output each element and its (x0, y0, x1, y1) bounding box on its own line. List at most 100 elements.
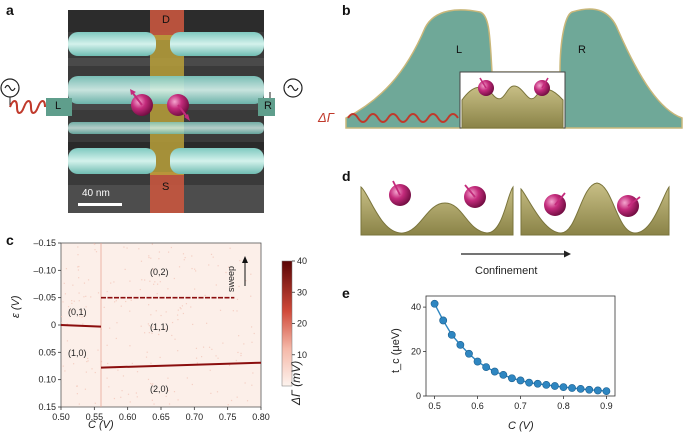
e-x-tick-label: 0.8 (557, 401, 570, 411)
heatmap-noise (181, 305, 184, 307)
heatmap-noise (194, 268, 196, 270)
panel-label-c: c (6, 232, 14, 248)
heatmap-noise (91, 368, 93, 370)
heatmap-noise (236, 298, 239, 301)
heatmap-noise (78, 292, 80, 294)
heatmap-noise (158, 333, 160, 336)
heatmap-noise (154, 281, 156, 283)
heatmap-noise (87, 360, 89, 362)
heatmap-noise (71, 302, 73, 304)
heatmap-noise (87, 279, 90, 281)
heatmap-noise (182, 312, 185, 315)
tc-data-point (465, 349, 473, 358)
heatmap-noise (121, 390, 123, 392)
heatmap-noise (151, 332, 153, 334)
heatmap-noise (148, 332, 150, 334)
heatmap-noise (225, 271, 227, 274)
heatmap-noise (195, 357, 198, 359)
heatmap-noise (173, 391, 176, 393)
heatmap-noise (129, 310, 131, 312)
heatmap-noise (95, 251, 98, 253)
heatmap-noise (106, 344, 108, 346)
heatmap-noise (73, 300, 75, 302)
heatmap-noise (165, 328, 167, 330)
heatmap-noise (97, 292, 100, 294)
transition-line (100, 361, 262, 369)
heatmap-noise (167, 288, 169, 290)
lead-right-label: R (264, 100, 272, 112)
region-10: (1,0) (68, 348, 87, 358)
finger-3 (68, 122, 264, 134)
heatmap-noise (222, 342, 224, 344)
heatmap-noise (62, 365, 64, 367)
heatmap-noise (156, 283, 159, 285)
heatmap-noise (170, 246, 172, 249)
heatmap-noise (120, 305, 122, 307)
heatmap-noise (122, 375, 125, 377)
heatmap-noise (148, 256, 150, 259)
heatmap-noise (78, 265, 80, 268)
heatmap-noise (183, 259, 185, 261)
tc-data-point (439, 316, 448, 325)
tc-data-point (473, 357, 482, 366)
x-tick-label: 0.55 (86, 412, 104, 422)
heatmap-noise (139, 288, 141, 291)
colorbar-tick-label: 30 (297, 287, 307, 297)
lead-left (46, 98, 72, 116)
tc-data-point (430, 299, 439, 308)
heatmap-noise (167, 389, 170, 391)
x-tick-label: 0.80 (252, 412, 270, 422)
finger-4l (68, 148, 156, 174)
heatmap-noise (251, 384, 253, 386)
heatmap-noise (63, 282, 65, 284)
e-x-tick-label: 0.7 (514, 401, 527, 411)
heatmap-noise (129, 401, 131, 403)
heatmap-noise (159, 356, 161, 359)
e-x-tick-label: 0.5 (428, 401, 441, 411)
heatmap-noise (237, 351, 239, 354)
heatmap-noise (87, 357, 89, 360)
heatmap-noise (227, 266, 230, 268)
tc-data-point (482, 363, 491, 372)
heatmap-noise (66, 323, 68, 325)
heatmap-noise (146, 351, 148, 353)
heatmap-noise (140, 325, 142, 327)
heatmap-noise (113, 397, 116, 400)
heatmap-area (60, 242, 262, 408)
heatmap-noise (191, 267, 193, 270)
tc-data-point (499, 370, 508, 379)
heatmap-noise (236, 310, 238, 312)
heatmap-noise (94, 249, 96, 251)
heatmap-noise (76, 385, 78, 387)
heatmap-noise (217, 357, 219, 359)
colorbar-tick-label: 20 (297, 319, 307, 329)
heatmap-noise (144, 332, 146, 334)
panel-b-potential (345, 8, 683, 129)
heatmap-noise (84, 388, 87, 390)
heatmap-noise (124, 268, 126, 271)
heatmap-noise (78, 277, 80, 279)
heatmap-noise (62, 301, 64, 303)
heatmap-noise (147, 323, 149, 325)
heatmap-noise (151, 243, 153, 245)
tc-data-point (525, 378, 533, 387)
heatmap-noise (153, 403, 155, 405)
heatmap-noise (115, 300, 117, 302)
heatmap-noise (152, 383, 154, 385)
e-x-tick-label: 0.6 (471, 401, 484, 411)
heatmap-noise (127, 393, 130, 395)
heatmap-noise (250, 295, 252, 297)
heatmap-noise (180, 308, 182, 310)
confinement-label: Confinement (475, 265, 538, 277)
barrier-left-label: L (456, 44, 463, 56)
c-colorbar-label: ΔΓ (mV) (289, 360, 303, 405)
heatmap-noise (116, 322, 118, 324)
e-y-tick-label: 0 (416, 391, 421, 401)
heatmap-noise (150, 257, 152, 259)
heatmap-noise (208, 264, 210, 266)
ac-source-right-icon (283, 78, 303, 98)
tc-data-point (456, 340, 465, 349)
heatmap-noise (155, 310, 157, 312)
tc-data-point (593, 386, 602, 395)
